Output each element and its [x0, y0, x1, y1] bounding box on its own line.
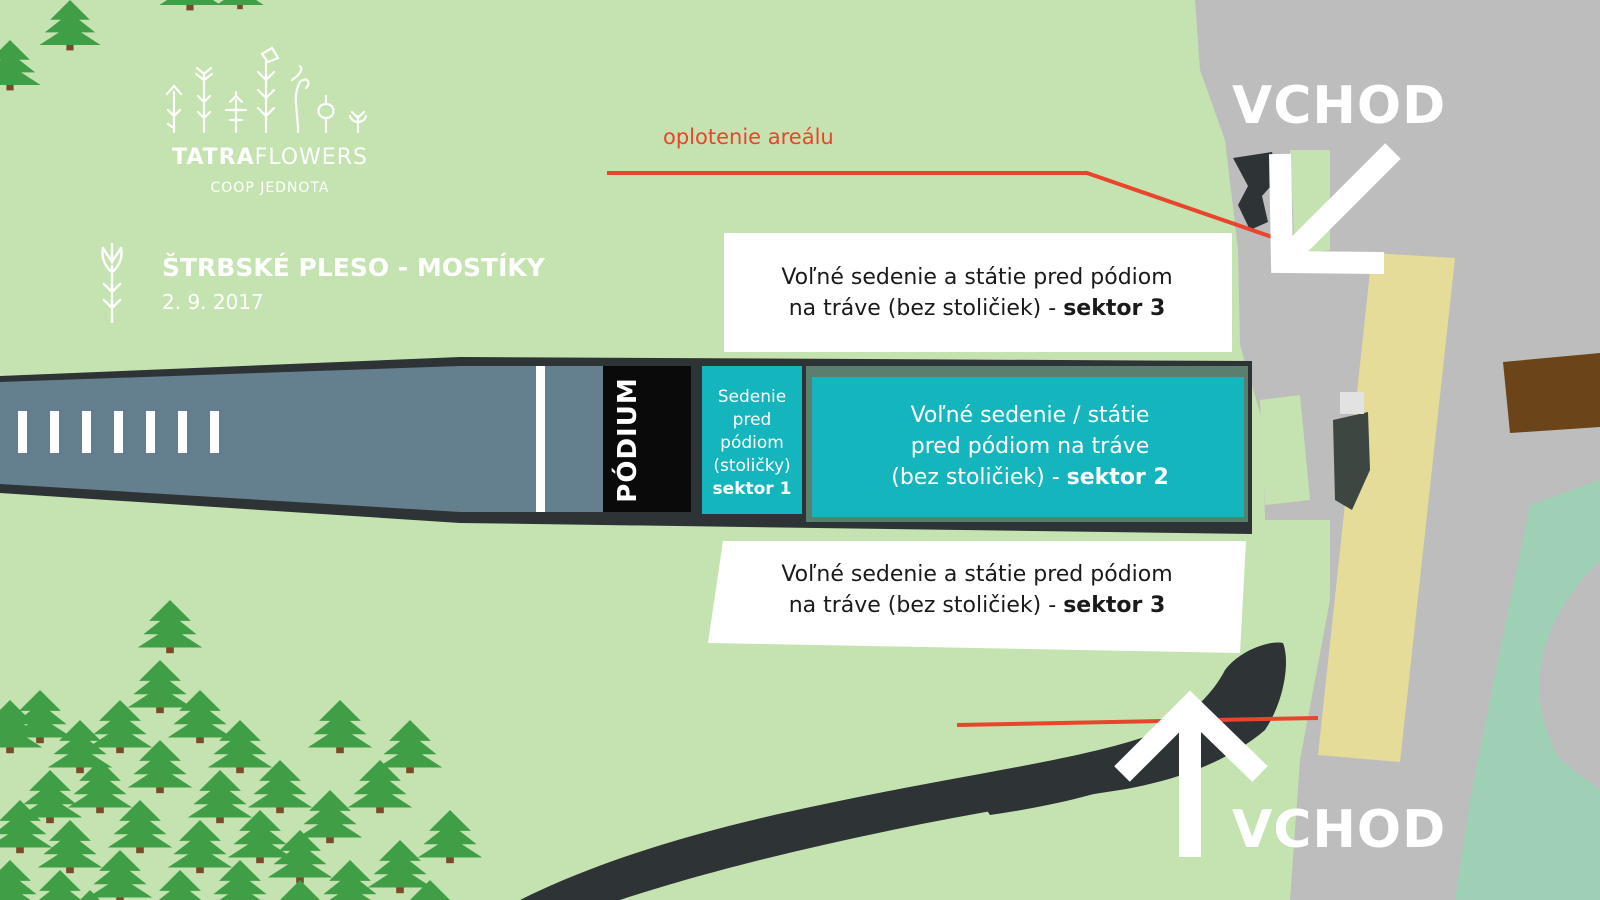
tree-icon [207, 720, 273, 774]
sector-3-bottom-label: Voľné sedenie a státie pred pódiom na tr… [781, 562, 1173, 618]
fence-line-bottom [956, 716, 1319, 727]
tree-icon [417, 810, 483, 864]
tree-icon [67, 760, 133, 814]
dark-building [1233, 152, 1278, 230]
arrow-bottom-icon [1114, 690, 1268, 857]
mint-area [1455, 480, 1600, 900]
tree-icon [0, 800, 53, 854]
event-date: 2. 9. 2017 [162, 290, 264, 314]
tree-icon [216, 0, 264, 10]
tree-icon [87, 700, 153, 754]
grass-patch [1260, 395, 1310, 505]
venue-title: ŠTRBSKÉ PLESO - MOSTÍKY [162, 253, 545, 282]
tree-icon [187, 770, 253, 824]
tree-icon [137, 600, 203, 654]
brown-bridge [1503, 353, 1600, 433]
grey-curve [1539, 560, 1600, 790]
tree-icon [37, 820, 103, 874]
tree-icon [297, 790, 363, 844]
sector-3-top-box [724, 233, 1232, 352]
sector-1-label: Sedenie pred pódiom (stoličky) sektor 1 [712, 387, 792, 499]
tree-icon [307, 700, 373, 754]
tree-icon [267, 830, 333, 884]
fence-line-top [607, 171, 1273, 239]
grey-box [1340, 392, 1364, 414]
tree-icon [0, 860, 37, 900]
runway-dash [114, 411, 123, 453]
tree-icon [127, 740, 193, 794]
tree-icon [159, 0, 221, 11]
sector-3-top-label: Voľné sedenie a státie pred pódiom na tr… [781, 265, 1173, 321]
tree-icon [80, 890, 100, 900]
tree-icon [158, 870, 202, 900]
tree-icon [87, 850, 153, 900]
logo-subtitle: COOP JEDNOTA [210, 180, 330, 196]
tree-icon [39, 0, 101, 51]
runway-dash [18, 411, 27, 453]
tree-icon [167, 690, 233, 744]
podium [603, 366, 691, 512]
tree-icon [213, 860, 267, 900]
tree-icon [280, 880, 320, 900]
sector-3-bottom-box [708, 541, 1246, 653]
runway-dash [178, 411, 187, 453]
runway-dashes [18, 411, 219, 453]
tree-icon [107, 800, 173, 854]
tree-icon [247, 760, 313, 814]
runway-dash [210, 411, 219, 453]
tree-icon [0, 40, 41, 91]
arrow-top-icon [1269, 143, 1401, 274]
logo-flowers-icon [165, 46, 368, 134]
tree-icon [38, 870, 82, 900]
runway-line [536, 366, 545, 512]
tree-icon [323, 860, 377, 900]
tree-icon [17, 770, 83, 824]
sand-strip [1318, 253, 1455, 762]
podium-label: PÓDIUM [613, 377, 643, 503]
runway-dash [82, 411, 91, 453]
runway-dash [50, 411, 59, 453]
tree-icon [227, 810, 293, 864]
sector-2-label: Voľné sedenie / státie pred pódiom na tr… [891, 403, 1169, 490]
dark-path [520, 642, 1286, 900]
tree-icon [167, 820, 233, 874]
sector-2-area [812, 377, 1244, 517]
location-flower-icon [101, 242, 123, 324]
sector-1-area [702, 366, 802, 514]
logo-name: TATRAFLOWERS [172, 145, 368, 170]
entrance-label-top: VCHOD [1232, 76, 1447, 136]
tree-icon [377, 720, 443, 774]
forest [0, 0, 483, 900]
fence-label: oplotenie areálu [663, 125, 834, 149]
tree-icon [47, 720, 113, 774]
entrance-label-bottom: VCHOD [1232, 800, 1447, 860]
tree-icon [0, 700, 43, 754]
dark-path-branch [980, 750, 1135, 815]
tree-icon [347, 760, 413, 814]
tree-icon [410, 880, 450, 900]
dark-building [1333, 412, 1370, 510]
tree-icon [367, 840, 433, 894]
runway [0, 366, 603, 512]
tree-icon [127, 660, 193, 714]
runway-dash [146, 411, 155, 453]
